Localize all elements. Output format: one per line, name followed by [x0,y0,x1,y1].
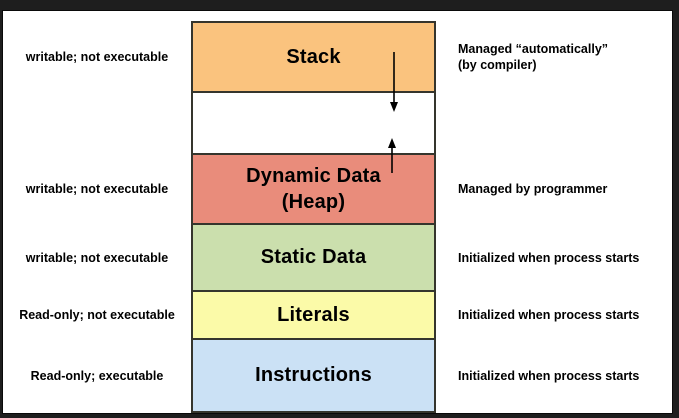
literals-segment-label: Literals [277,303,350,326]
heap-segment: Dynamic Data (Heap) [193,155,434,225]
stack-segment-label: Stack [286,45,341,68]
instructions-segment: Instructions [193,340,434,411]
literals-permissions-note: Read-only; not executable [19,308,175,322]
literals-init-note: Initialized when process starts [458,308,640,322]
unallocated-gap-segment [193,93,434,155]
stack-management-note-line1: Managed “automatically” [458,42,609,56]
static-data-permissions-note: writable; not executable [25,250,169,265]
stack-permissions-note: writable; not executable [25,50,169,64]
stack-management-note-line2: (by compiler) [458,58,537,72]
heap-segment-label-line2: (Heap) [281,191,346,213]
heap-management-note: Managed by programmer [458,182,608,196]
stack-segment: Stack [193,23,434,93]
memory-layout-column: Stack Dynamic Data (Heap) Static Data Li… [191,21,436,413]
static-data-segment: Static Data [193,225,434,292]
instructions-segment-label: Instructions [255,364,372,386]
static-data-init-note: Initialized when process starts [458,250,640,265]
static-data-segment-label: Static Data [260,246,367,268]
heap-segment-label-line1: Dynamic Data [246,165,381,187]
heap-permissions-note: writable; not executable [25,182,169,196]
diagram-panel: writable; not executable writable; not e… [2,10,673,414]
literals-segment: Literals [193,292,434,340]
instructions-permissions-note: Read-only; executable [30,369,164,383]
stack-management-note: Managed “automatically” (by compiler) [458,23,674,91]
instructions-init-note: Initialized when process starts [458,369,640,383]
